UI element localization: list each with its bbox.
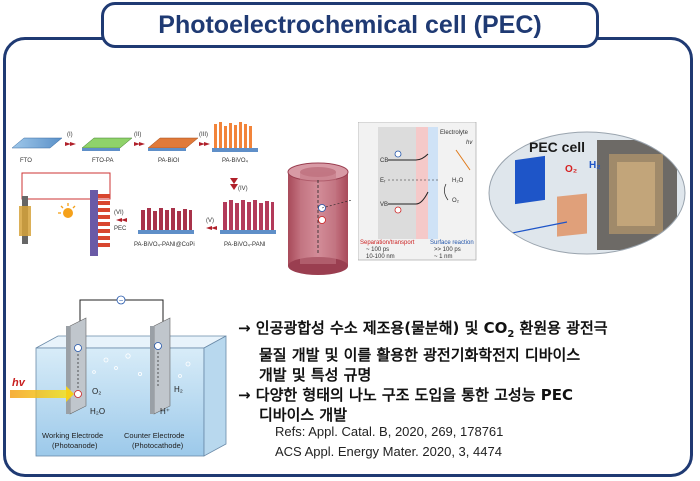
photo-o2: O₂ — [565, 164, 577, 175]
cell-hplus: H⁺ — [160, 407, 170, 416]
bullet-2-line-2: 디바이스 개발 — [259, 406, 348, 424]
bullet-1-line-1: → 인공광합성 수소 제조용(물분해) 및 CO2 환원용 광전극 — [238, 319, 608, 340]
we-label-2: (Photoanode) — [52, 441, 98, 450]
ef-label: Eᵣ — [380, 178, 386, 184]
label-pani: PA-BiVO₄-PANI — [224, 242, 266, 248]
step-ii: (II) — [134, 132, 141, 138]
step-arrows — [65, 142, 210, 146]
pec-cell-photo: PEC cell O₂ H₂ — [488, 131, 686, 255]
surf-title: Surface reaction — [430, 240, 474, 246]
electrolyte-tank — [35, 347, 205, 457]
step-v-arrows — [206, 226, 217, 230]
bullet-1-line-2: 물질 개발 및 이를 활용한 광전기화학전지 디바이스 — [259, 346, 581, 364]
nanorod-diagram — [287, 162, 353, 275]
label-fto-pa: FTO-PA — [92, 158, 113, 164]
pani-array — [220, 200, 276, 234]
step-v: (V) — [206, 218, 214, 224]
label-copi: PA-BiVO₄-PANI@CoPi — [134, 242, 195, 248]
bullet-2-line-1: → 다양한 형태의 나노 구조 도입을 통한 고성능 PEC — [238, 386, 573, 404]
step-vi: (VI) — [114, 210, 124, 216]
bivo4-rods — [214, 122, 252, 148]
ce-label-1: Counter Electrode — [124, 431, 184, 440]
copi-array — [138, 208, 194, 234]
fto-pa-plate — [81, 137, 133, 149]
sep-title: Separation/transport — [360, 240, 415, 246]
ce-label-2: (Photocathode) — [132, 441, 184, 450]
counter-electrode — [153, 317, 171, 415]
page-title: Photoelectrochemical cell (PEC) — [158, 10, 542, 39]
biol-base — [148, 148, 186, 151]
bullet-1-line-3: 개발 및 특성 규명 — [259, 366, 372, 384]
h2o-label: H₂O — [452, 178, 464, 184]
label-fto: FTO — [20, 158, 32, 164]
sep-length: 10-100 nm — [366, 254, 395, 260]
bivo4-base — [212, 148, 258, 152]
pec-cell-schematic: − hv O₂ H₂O H₂ H⁺ Working Electrode (Pho… — [10, 295, 227, 457]
cell-o2: O₂ — [92, 387, 101, 396]
reference-2: ACS Appl. Energy Mater. 2020, 3, 4474 — [275, 444, 502, 459]
bubbles — [92, 353, 191, 378]
cell-h2o: H₂O — [90, 407, 105, 416]
vb-label: VB — [380, 202, 388, 208]
wire-electron-icon — [116, 295, 126, 305]
title-box: Photoelectrochemical cell (PEC) — [101, 2, 599, 48]
sep-time: ~ 100 ps — [366, 247, 389, 253]
bullet-list: → 인공광합성 수소 제조용(물분해) 및 CO2 환원용 광전극 물질 개발 … — [238, 318, 688, 425]
reference-1: Refs: Appl. Catal. B, 2020, 269, 178761 — [275, 424, 504, 439]
synthesis-schematic: (I) (II) (III) FTO FTO-PA PA-BiOI PA-BiV… — [11, 122, 276, 256]
step-iii: (III) — [199, 132, 208, 138]
label-pa-bivo4: PA-BiVO₄ — [222, 158, 249, 164]
vb-band — [388, 191, 429, 205]
surf-time: >> 100 ps — [434, 247, 461, 253]
cell-hv: hv — [12, 377, 26, 389]
cb-label: CB — [380, 158, 388, 164]
band-diagram: Electrolyte hv CB Eᵣ VB H₂O O₂ Separatio… — [358, 122, 477, 261]
references: Refs: Appl. Catal. B, 2020, 269, 178761 … — [275, 422, 503, 462]
biol-plate — [147, 137, 199, 149]
hole-icon — [318, 216, 326, 224]
label-pec: PEC — [114, 226, 127, 232]
photoanode-stack — [90, 190, 110, 256]
cell-h2: H₂ — [174, 385, 183, 394]
surf-length: ~ 1 nm — [434, 254, 453, 260]
step-vi-arrows — [116, 218, 127, 222]
counter-electrode-coil — [19, 206, 31, 236]
sun-icon — [58, 203, 76, 218]
fto-plate — [11, 137, 63, 149]
fto-pa-base — [82, 148, 120, 151]
electrolyte-label: Electrolyte — [440, 130, 469, 136]
svg-text:−: − — [119, 298, 124, 305]
step-i: (I) — [67, 132, 73, 138]
light-beam — [10, 390, 66, 398]
photo-label: PEC cell — [529, 139, 585, 155]
o2-label: O₂ — [452, 198, 460, 204]
we-label-1: Working Electrode — [42, 431, 103, 440]
photo-h2: H₂ — [589, 160, 601, 171]
pec-circuit — [21, 172, 111, 200]
hv-label: hv — [466, 140, 473, 146]
step-iv-arrows — [230, 178, 238, 190]
step-iv: (IV) — [238, 186, 248, 192]
label-pa-bioi: PA-BiOI — [158, 158, 180, 164]
cb-band — [388, 153, 429, 161]
